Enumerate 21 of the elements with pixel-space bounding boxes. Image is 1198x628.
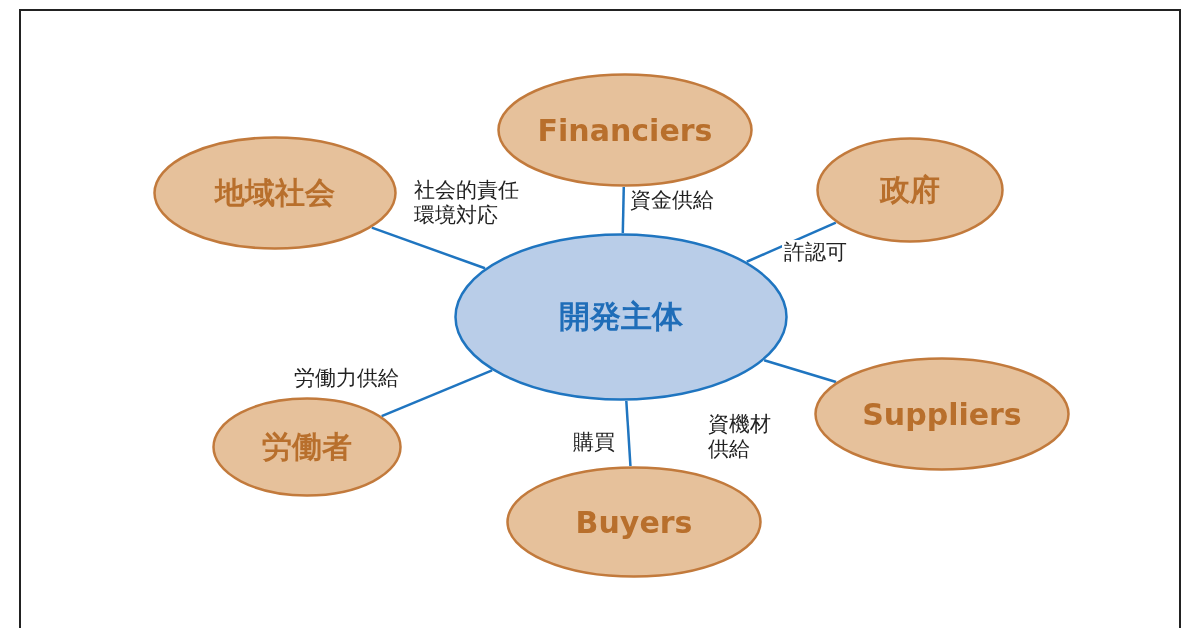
node-label: 開発主体 [559, 297, 683, 336]
edge-label: 労働力供給 [292, 366, 401, 392]
node-label: Buyers [575, 504, 693, 540]
connector-line [746, 221, 837, 263]
connector-line [371, 226, 486, 270]
node-label: Financiers [537, 112, 713, 148]
edge-label: 購買 [571, 430, 617, 456]
node-label: 労働者 [262, 427, 352, 466]
ellipse-node [814, 357, 1070, 471]
node-label: Suppliers [862, 396, 1022, 432]
node-label: 政府 [880, 170, 940, 209]
ellipse-node [212, 397, 402, 497]
connector-line [763, 359, 837, 384]
ellipse-node [506, 466, 762, 578]
edge-label: 資金供給 [628, 188, 716, 214]
ellipse-node [153, 136, 397, 250]
connector-line [381, 369, 493, 418]
ellipse-node [816, 137, 1004, 243]
connector-line [625, 400, 632, 467]
node-label: 地域社会 [215, 173, 335, 212]
connector-line [621, 186, 626, 234]
